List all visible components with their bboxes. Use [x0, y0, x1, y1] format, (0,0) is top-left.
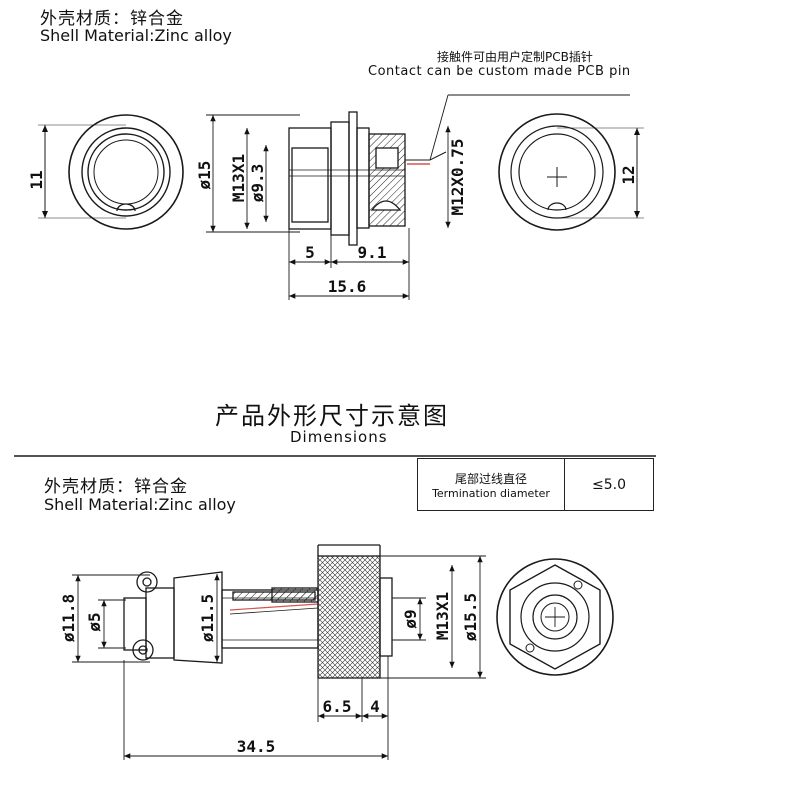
- custom-pin-note-en: Contact can be custom made PCB pin: [368, 64, 631, 79]
- dim-bot-4: 4: [370, 697, 380, 716]
- custom-pin-note-cn: 接触件可由用户定制PCB插针: [437, 50, 593, 64]
- dim-bot-34-5: 34.5: [237, 737, 276, 756]
- bottom-material-en: Shell Material:Zinc alloy: [44, 495, 236, 514]
- top-side-view: [288, 94, 630, 246]
- top-material-en: Shell Material:Zinc alloy: [40, 26, 232, 45]
- dim-bot-d5: ø5: [85, 612, 104, 631]
- dim-top-d9-3: ø9.3: [248, 164, 267, 203]
- dim-top-12: 12: [619, 165, 638, 184]
- dim-top-9-1: 9.1: [358, 243, 387, 262]
- dim-top-11: 11: [27, 170, 46, 189]
- bottom-side-dimensions: [72, 555, 486, 760]
- termination-label-cell: 尾部过线直径 Termination diameter: [418, 459, 565, 510]
- top-rear-view: [498, 113, 644, 231]
- termination-value-cell: ≤5.0: [565, 459, 653, 510]
- termination-label-cn: 尾部过线直径: [454, 471, 527, 486]
- dim-bot-m13: M13X1: [433, 592, 452, 640]
- dim-top-m13: M13X1: [229, 154, 248, 202]
- dim-top-5: 5: [305, 243, 315, 262]
- bottom-end-view: [496, 558, 614, 676]
- top-material-cn: 外壳材质：锌合金: [40, 9, 184, 29]
- dim-bot-d11-5: ø11.5: [198, 594, 217, 642]
- termination-label-en: Termination diameter: [432, 486, 550, 500]
- dimensions-title-cn: 产品外形尺寸示意图: [215, 402, 449, 430]
- dim-bot-d9: ø9: [401, 609, 420, 628]
- dim-bot-d11-8: ø11.8: [59, 594, 78, 642]
- bottom-material-cn: 外壳材质：锌合金: [44, 477, 188, 497]
- dim-top-m12: M12X0.75: [448, 138, 467, 215]
- termination-spec-table: 尾部过线直径 Termination diameter ≤5.0: [417, 458, 654, 511]
- dim-top-d15: ø15: [195, 161, 214, 190]
- dim-top-15-6: 15.6: [328, 277, 367, 296]
- top-side-dimensions: [206, 114, 451, 300]
- top-front-view: [38, 114, 184, 230]
- dim-bot-d15-5: ø15.5: [461, 593, 480, 641]
- dimensions-title-en: Dimensions: [290, 428, 388, 446]
- termination-value: ≤5.0: [592, 476, 626, 493]
- dim-bot-6-5: 6.5: [323, 697, 352, 716]
- bottom-side-view: [123, 544, 393, 679]
